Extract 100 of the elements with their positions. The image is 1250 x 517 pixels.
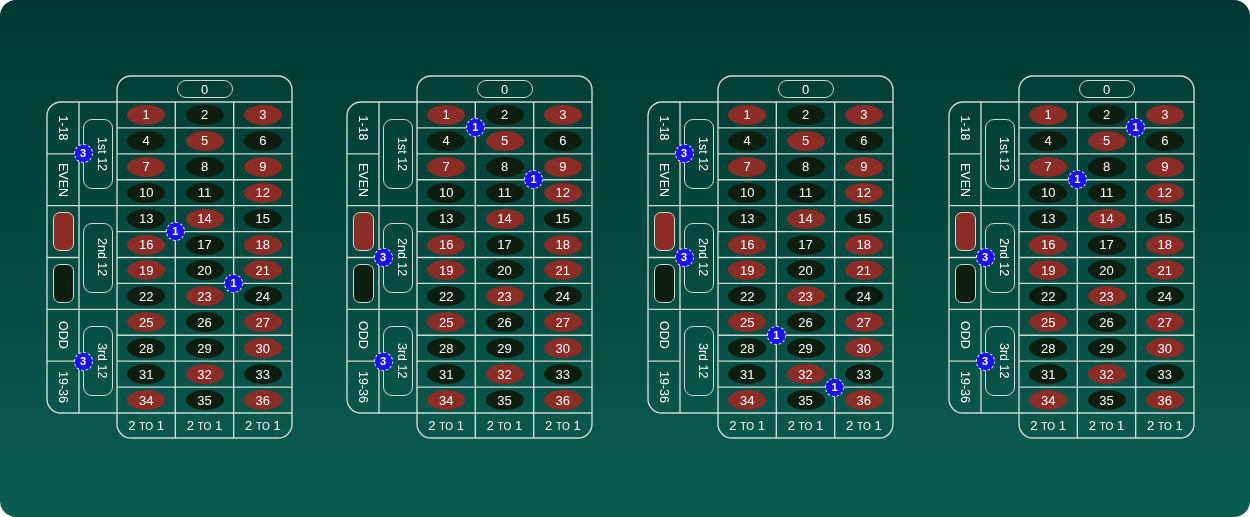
number-oval: 14 xyxy=(185,208,224,229)
number-oval: 26 xyxy=(185,312,224,333)
betting-chip: 1 xyxy=(766,325,786,345)
number-oval: 15 xyxy=(243,208,282,229)
number-oval: 11 xyxy=(185,182,224,203)
number-oval: 4 xyxy=(1029,130,1068,151)
number-oval: 36 xyxy=(243,390,282,411)
number-oval: 1 xyxy=(728,104,767,125)
number-oval: 10 xyxy=(1029,182,1068,203)
number-oval: 20 xyxy=(1087,260,1126,281)
number-oval: 33 xyxy=(243,364,282,385)
dozen-bet-pill: 1st 12 xyxy=(383,118,413,189)
betting-chip: 1 xyxy=(165,222,185,242)
number-oval: 12 xyxy=(243,182,282,203)
number-oval: 16 xyxy=(427,234,466,255)
outside-bet-label: 19-36 xyxy=(356,371,370,404)
number-oval: 18 xyxy=(1145,234,1184,255)
color-swatch-icon xyxy=(653,212,675,252)
number-oval: 13 xyxy=(427,208,466,229)
number-oval: 10 xyxy=(427,182,466,203)
number-oval: 18 xyxy=(844,234,883,255)
number-oval: 21 xyxy=(243,260,282,281)
number-oval: 36 xyxy=(844,390,883,411)
outside-bet-label: 1-18 xyxy=(958,115,972,141)
column-bet-label: 2 TO 1 xyxy=(428,418,464,433)
number-oval: 17 xyxy=(485,234,524,255)
number-oval: 7 xyxy=(427,156,466,177)
column-bet-label: 2 TO 1 xyxy=(545,418,581,433)
betting-chip: 3 xyxy=(373,351,393,371)
number-oval: 34 xyxy=(427,390,466,411)
number-oval: 17 xyxy=(786,234,825,255)
number-oval: 1 xyxy=(127,104,166,125)
number-oval: 35 xyxy=(786,390,825,411)
number-oval: 26 xyxy=(485,312,524,333)
color-swatch-icon xyxy=(954,263,976,303)
number-oval: 13 xyxy=(728,208,767,229)
number-oval: 24 xyxy=(844,286,883,307)
number-oval: 23 xyxy=(185,286,224,307)
number-oval: 12 xyxy=(543,182,582,203)
color-swatch-icon xyxy=(954,212,976,252)
number-oval: 27 xyxy=(243,312,282,333)
number-oval: 25 xyxy=(427,312,466,333)
number-oval: 33 xyxy=(844,364,883,385)
number-oval: 33 xyxy=(543,364,582,385)
number-oval: 9 xyxy=(243,156,282,177)
number-oval: 31 xyxy=(427,364,466,385)
number-oval: 17 xyxy=(1087,234,1126,255)
number-oval: 8 xyxy=(786,156,825,177)
outside-bet-label: 19-36 xyxy=(657,371,671,404)
outside-bet-label: ODD xyxy=(356,321,370,350)
betting-chip: 1 xyxy=(224,273,244,293)
number-oval: 29 xyxy=(786,338,825,359)
number-oval: 2 xyxy=(1087,104,1126,125)
number-oval: 8 xyxy=(485,156,524,177)
number-oval: 30 xyxy=(1145,338,1184,359)
number-oval: 14 xyxy=(1087,208,1126,229)
outside-bet-label: 1-18 xyxy=(657,115,671,141)
color-swatch-icon xyxy=(653,263,675,303)
betting-chip: 3 xyxy=(674,248,694,267)
number-oval: 35 xyxy=(185,390,224,411)
number-oval: 31 xyxy=(1029,364,1068,385)
number-oval: 13 xyxy=(127,208,166,229)
number-oval: 4 xyxy=(728,130,767,151)
betting-chip: 3 xyxy=(975,351,995,371)
column-bet-label: 2 TO 1 xyxy=(729,418,765,433)
number-oval: 29 xyxy=(185,338,224,359)
outside-bet-label: EVEN xyxy=(56,162,70,197)
number-oval: 17 xyxy=(185,234,224,255)
number-oval: 19 xyxy=(728,260,767,281)
number-oval: 5 xyxy=(185,130,224,151)
number-oval: 25 xyxy=(127,312,166,333)
column-bet-label: 2 TO 1 xyxy=(1147,418,1183,433)
number-oval: 6 xyxy=(543,130,582,151)
column-bet-label: 2 TO 1 xyxy=(787,418,824,433)
number-oval: 31 xyxy=(127,364,166,385)
number-oval: 19 xyxy=(427,260,466,281)
number-oval: 19 xyxy=(127,260,166,281)
number-oval: 30 xyxy=(243,338,282,359)
outside-bet-label: EVEN xyxy=(657,162,671,197)
number-oval: 12 xyxy=(1145,182,1184,203)
number-oval: 27 xyxy=(844,312,883,333)
number-oval: 23 xyxy=(1087,286,1126,307)
betting-chip: 1 xyxy=(1126,118,1146,138)
betting-chip: 1 xyxy=(465,118,485,138)
number-oval: 24 xyxy=(543,286,582,307)
betting-chip: 1 xyxy=(1067,170,1087,190)
number-oval: 22 xyxy=(728,286,767,307)
number-oval: 35 xyxy=(485,390,524,411)
betting-chip: 3 xyxy=(73,351,93,371)
number-oval: 9 xyxy=(844,156,883,177)
number-oval: 32 xyxy=(185,364,224,385)
number-oval: 26 xyxy=(786,312,825,333)
number-oval: 5 xyxy=(786,130,825,151)
number-oval: 27 xyxy=(543,312,582,333)
color-swatch-icon xyxy=(52,212,74,252)
outside-bet-label: ODD xyxy=(958,321,972,350)
number-oval: 20 xyxy=(185,260,224,281)
number-oval: 23 xyxy=(786,286,825,307)
outside-bet-label: 19-36 xyxy=(56,371,70,404)
number-oval: 2 xyxy=(786,104,825,125)
